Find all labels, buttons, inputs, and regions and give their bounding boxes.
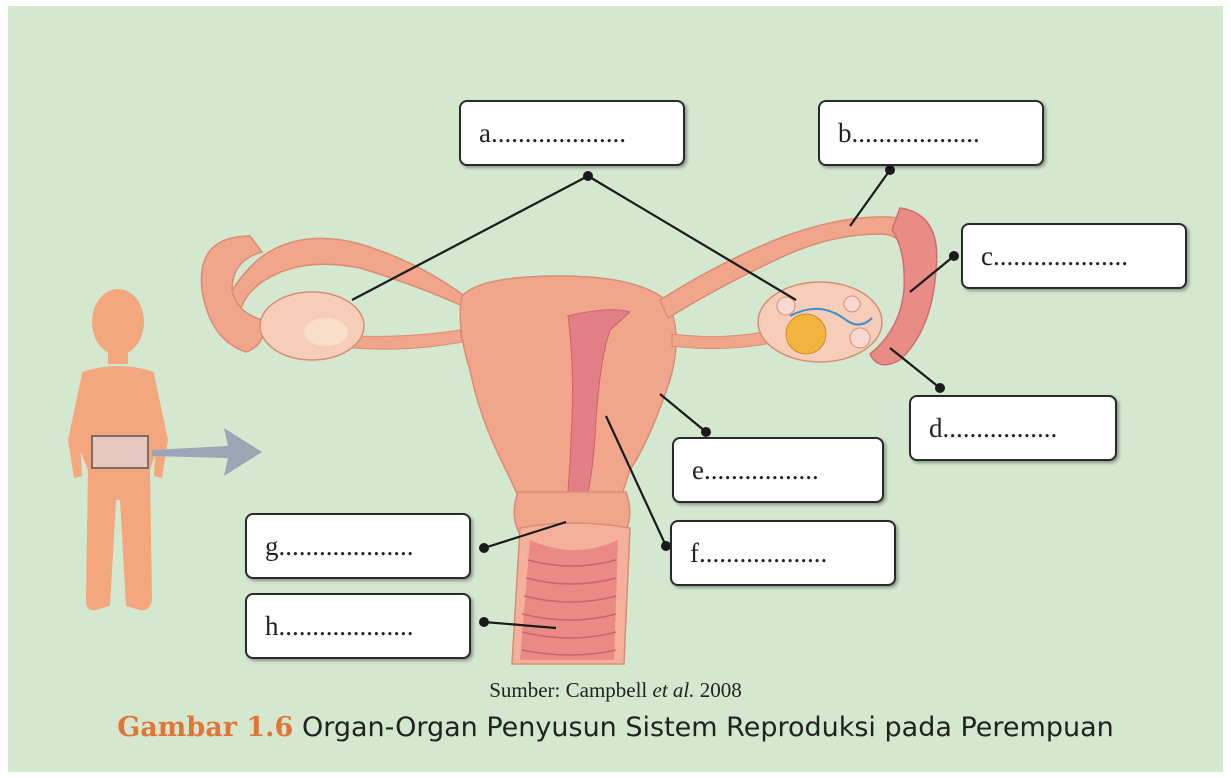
source-year: 2008 (700, 678, 742, 702)
label-b: b................... (838, 118, 980, 149)
figure-title: Organ-Organ Penyusun Sistem Reproduksi p… (302, 712, 1114, 743)
label-box-b[interactable]: b................... (818, 100, 1044, 166)
label-e: e................. (692, 455, 819, 486)
figure-number: Gambar 1.6 (117, 712, 293, 743)
label-box-c[interactable]: c.................... (961, 223, 1187, 289)
label-box-a[interactable]: a.................... (459, 100, 685, 166)
label-g: g.................... (265, 531, 414, 562)
label-box-f[interactable]: f................... (670, 520, 896, 586)
label-d: d................. (929, 413, 1057, 444)
source-prefix: Sumber: Campbell (489, 678, 647, 702)
label-box-h[interactable]: h.................... (245, 593, 471, 659)
highlight-box (92, 436, 148, 468)
label-h: h.................... (265, 611, 414, 642)
label-box-g[interactable]: g.................... (245, 513, 471, 579)
pointer-arrow-icon (152, 428, 262, 476)
source-citation: Sumber: Campbell et al. 2008 (0, 678, 1231, 703)
label-f: f................... (690, 538, 827, 569)
label-box-d[interactable]: d................. (909, 395, 1117, 461)
figure-caption: Gambar 1.6 Organ-Organ Penyusun Sistem R… (0, 712, 1231, 743)
label-c: c.................... (981, 241, 1128, 272)
source-italic: et al. (653, 678, 695, 702)
label-a: a.................... (479, 118, 626, 149)
label-box-e[interactable]: e................. (672, 437, 884, 503)
